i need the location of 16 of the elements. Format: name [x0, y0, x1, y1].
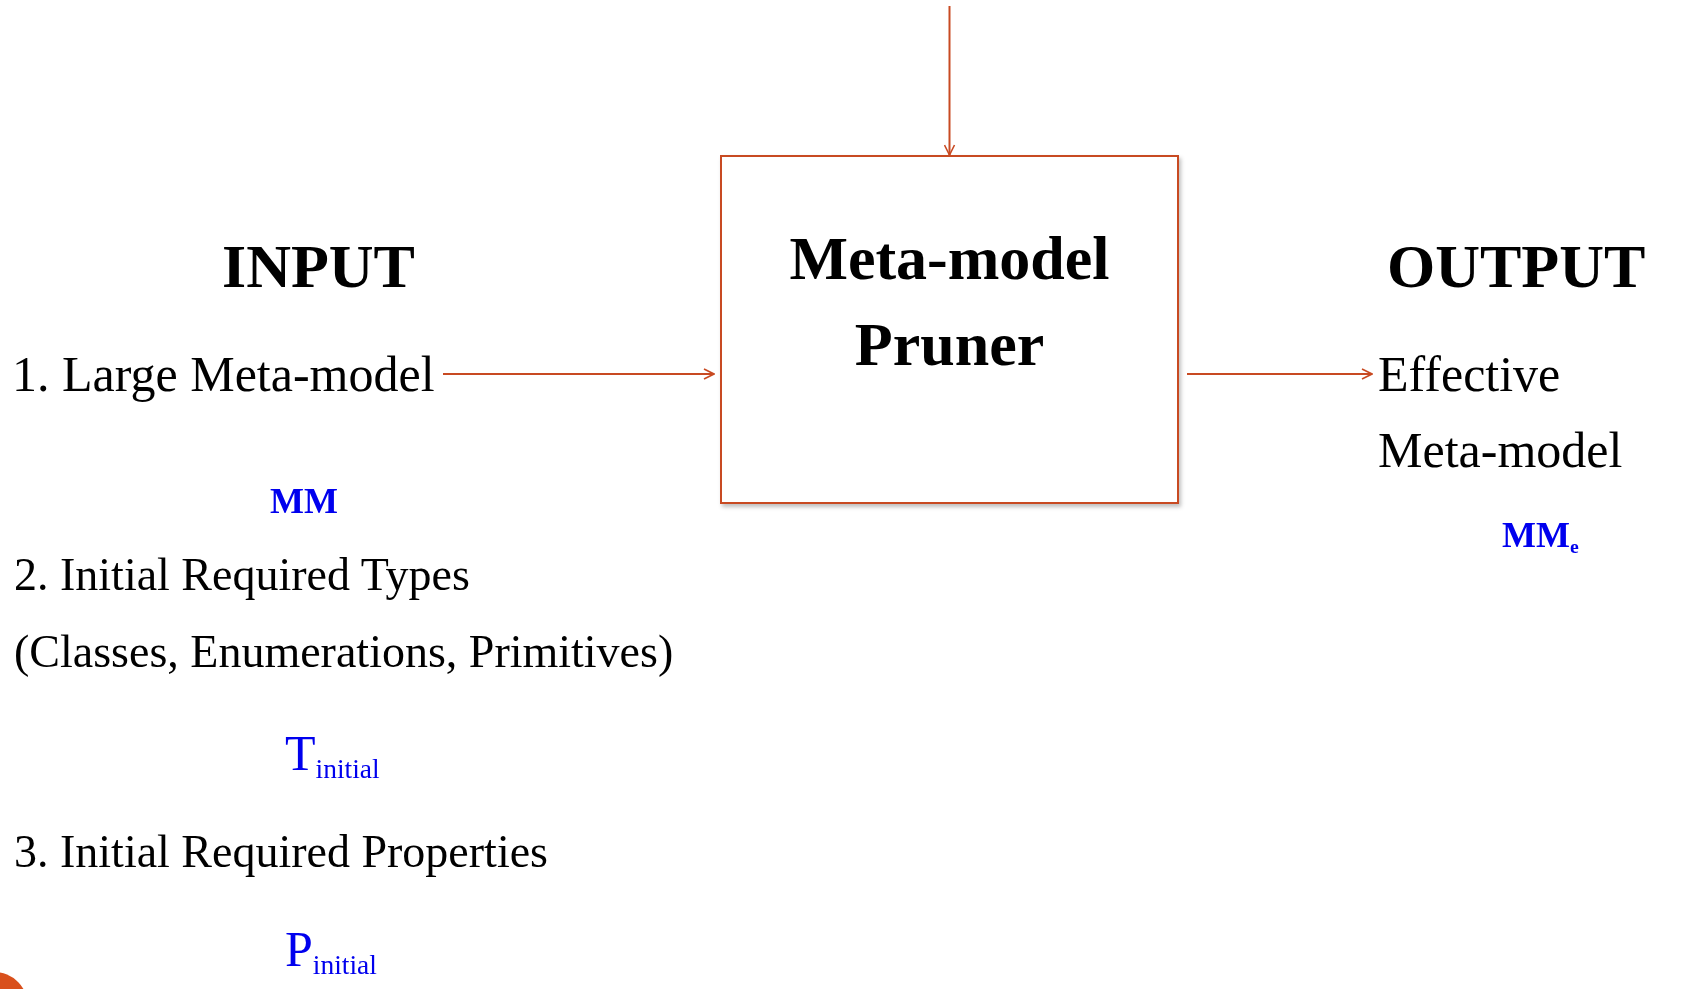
- item-text: Effective Meta-model: [1378, 345, 1624, 480]
- symbol-label: MM$_{e}$: [1502, 516, 1579, 558]
- item-text: (Classes, Enumerations, Primitives): [14, 627, 674, 678]
- arrow: [442, 368, 715, 380]
- item-text: 3. Initial Required Properties: [14, 827, 548, 878]
- symbol-label: P$_{initial}$: [285, 922, 377, 981]
- box-title: Meta-model Pruner: [788, 223, 1111, 380]
- symbol-label: T$_{initial}$: [285, 726, 380, 785]
- heading: INPUT: [222, 232, 415, 301]
- item-text: 1. Large Meta-model: [12, 345, 435, 404]
- arrow: [943, 5, 956, 156]
- arrow: [1186, 368, 1373, 380]
- symbol-label: MM: [270, 482, 338, 522]
- item-text: 2. Initial Required Types: [14, 550, 470, 601]
- heading: OUTPUT: [1387, 232, 1646, 301]
- process-box: [720, 155, 1179, 504]
